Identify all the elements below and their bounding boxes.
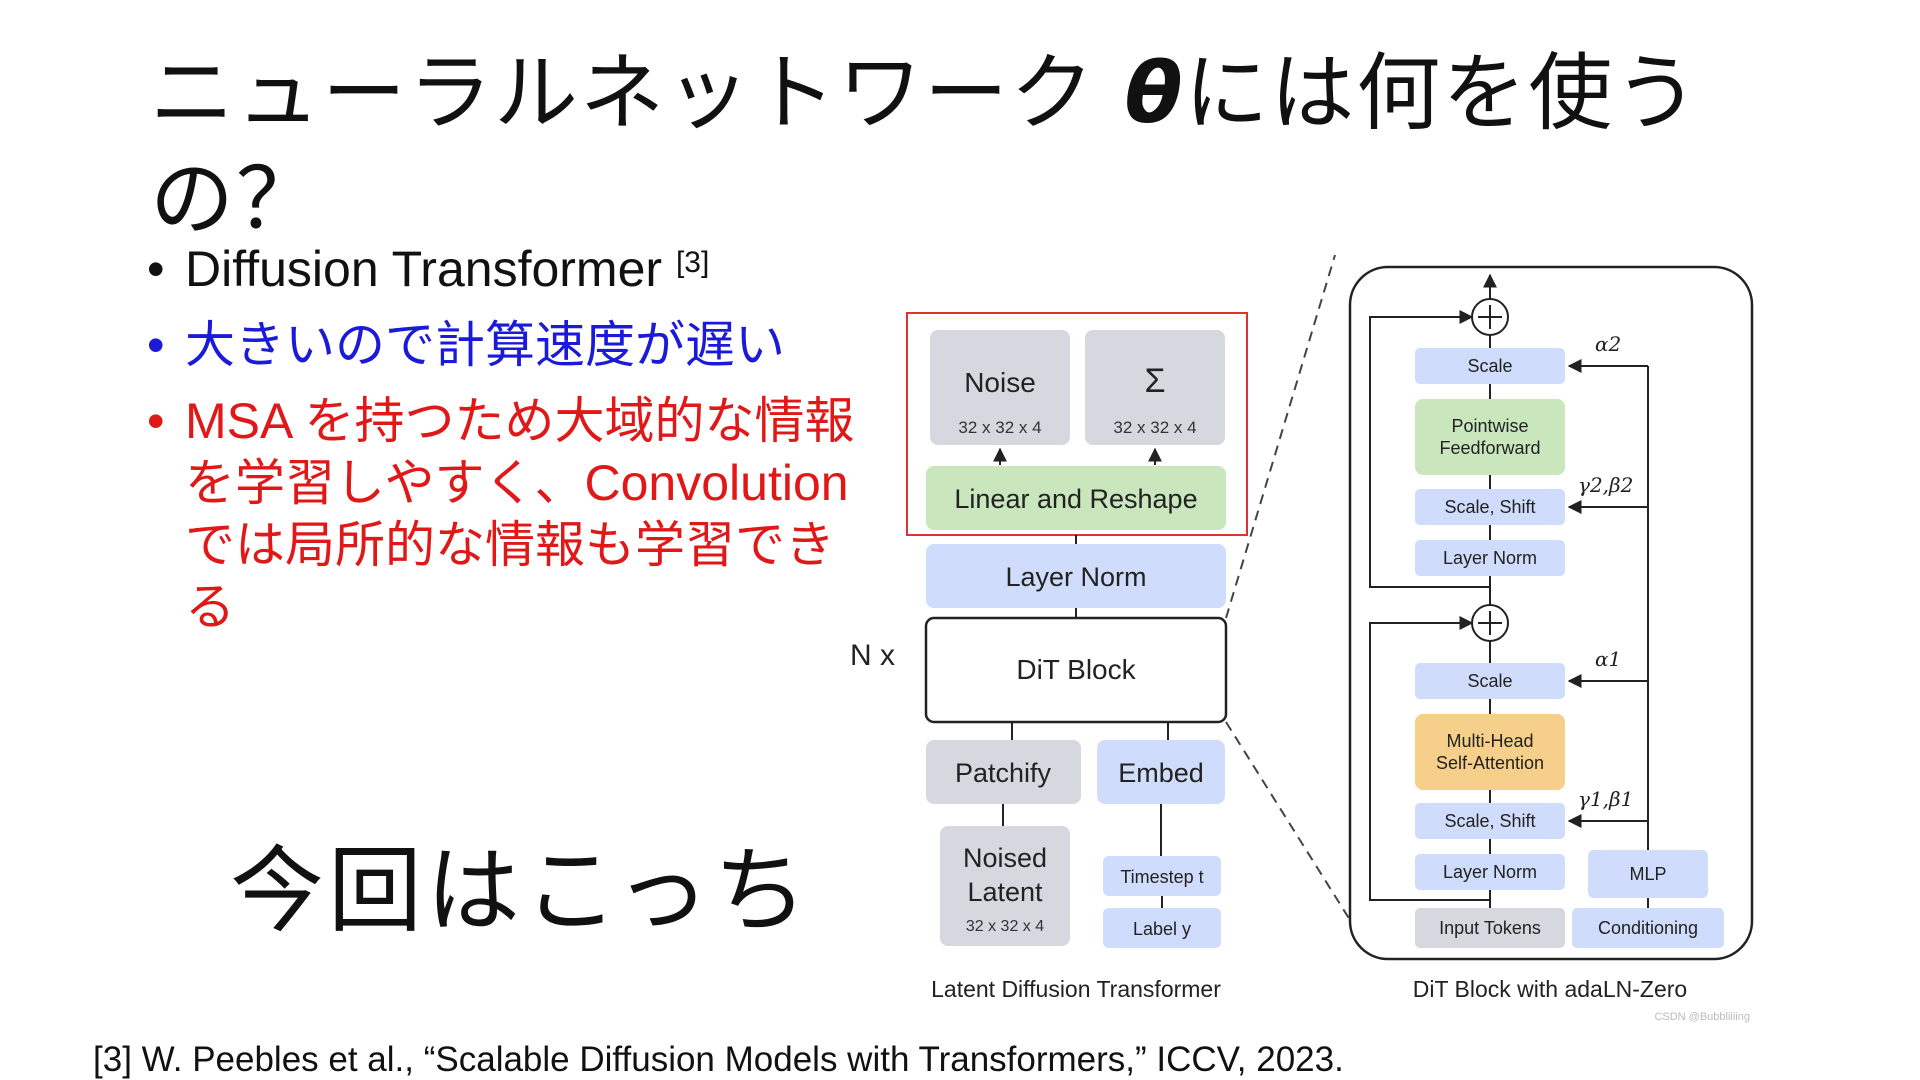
layer-norm-box — [926, 544, 1226, 608]
highlight-text: 今回はこっち — [230, 838, 812, 943]
timestep-box — [1103, 856, 1221, 896]
reference-marker: [3] — [675, 246, 710, 279]
title-part1: ニューラルネットワーク — [150, 44, 1125, 142]
layer-norm-label: Layer Norm — [1005, 562, 1146, 592]
pointwise-ff-line2: Feedforward — [1439, 438, 1540, 458]
scale-top-box — [1415, 348, 1565, 384]
label-y-label: Label y — [1133, 919, 1191, 939]
layer-norm-bottom-label: Layer Norm — [1443, 862, 1537, 882]
mlp-box — [1588, 850, 1708, 898]
watermark: CSDN @Bubbliiiing — [1654, 1011, 1750, 1023]
pointwise-ff-box — [1415, 399, 1565, 475]
conditioning-label: Conditioning — [1598, 918, 1698, 938]
alpha2-label: α2 — [1595, 332, 1621, 356]
bullet-slow-text: 大きいので計算速度が遅い — [185, 317, 785, 373]
scale-shift-top-label: Scale, Shift — [1444, 497, 1535, 517]
scale-bottom-label: Scale — [1467, 671, 1512, 691]
skip-connection-top — [1369, 310, 1490, 588]
bullet-msa: MSA を持つため大域的な情報を学習しやすく、Convolution では局所的… — [145, 390, 865, 638]
dit-block-label: DiT Block — [1016, 654, 1136, 685]
noise-dim: 32 x 32 x 4 — [958, 418, 1041, 437]
bullet-msa-text: MSA を持つため大域的な情報を学習しやすく、Convolution では局所的… — [185, 393, 855, 635]
noised-latent-box — [940, 826, 1070, 946]
pointwise-ff-line1: Pointwise — [1451, 416, 1528, 436]
bullet-dit: Diffusion Transformer [3] — [145, 238, 865, 300]
label-box — [1103, 908, 1221, 948]
noised-latent-line1: Noised — [963, 843, 1047, 873]
zoom-line-top — [1225, 255, 1336, 619]
citation: [3] W. Peebles et al., “Scalable Diffusi… — [93, 1040, 1344, 1079]
title-part2: には何を使うの？ — [150, 44, 1701, 248]
noise-label: Noise — [964, 367, 1036, 398]
patchify-box — [926, 740, 1081, 804]
scale-shift-bottom-label: Scale, Shift — [1444, 811, 1535, 831]
scale-shift-bottom-box — [1415, 803, 1565, 839]
mhsa-line2: Self-Attention — [1436, 753, 1544, 773]
dit-diagram-svg: Noise 32 x 32 x 4 Σ 32 x 32 x 4 Linear a… — [850, 255, 1754, 1023]
bullet-dit-text: Diffusion Transformer — [185, 241, 663, 297]
linear-reshape-box — [926, 466, 1226, 530]
skip-connection-bottom — [1369, 616, 1490, 901]
gamma2-beta2-label: γ2,β2 — [1578, 473, 1633, 497]
input-tokens-box — [1415, 908, 1565, 948]
dit-architecture-figure: Noise 32 x 32 x 4 Σ 32 x 32 x 4 Linear a… — [850, 255, 1760, 1035]
sigma-box — [1085, 330, 1225, 445]
zoom-line-bottom — [1225, 721, 1351, 921]
nx-label: N x — [850, 639, 895, 672]
linear-reshape-label: Linear and Reshape — [954, 484, 1197, 514]
mhsa-line1: Multi-Head — [1446, 731, 1533, 751]
right-caption: DiT Block with adaLN-Zero — [1413, 976, 1687, 1002]
scale-shift-top-box — [1415, 489, 1565, 525]
conditioning-box — [1572, 908, 1724, 948]
embed-box — [1097, 740, 1225, 804]
noise-box — [930, 330, 1070, 445]
input-tokens-label: Input Tokens — [1439, 918, 1541, 938]
gamma1-beta1-label: γ1,β1 — [1578, 787, 1633, 811]
sigma-label: Σ — [1144, 362, 1165, 400]
noised-latent-dim: 32 x 32 x 4 — [966, 918, 1044, 935]
embed-label: Embed — [1118, 758, 1204, 788]
sigma-dim: 32 x 32 x 4 — [1113, 418, 1196, 437]
layer-norm-bottom-box — [1415, 854, 1565, 890]
title-theta: θ — [1124, 44, 1185, 142]
scale-top-label: Scale — [1467, 356, 1512, 376]
left-caption: Latent Diffusion Transformer — [931, 976, 1221, 1002]
timestep-label: Timestep t — [1120, 867, 1203, 887]
alpha1-label: α1 — [1595, 647, 1621, 671]
layer-norm-top-box — [1415, 540, 1565, 576]
mlp-label: MLP — [1629, 864, 1666, 884]
patchify-label: Patchify — [955, 758, 1052, 788]
bullet-list: Diffusion Transformer [3] 大きいので計算速度が遅い M… — [145, 238, 865, 652]
noised-latent-line2: Latent — [967, 877, 1043, 907]
slide-title: ニューラルネットワーク θには何を使うの？ — [150, 40, 1770, 252]
mhsa-box — [1415, 714, 1565, 790]
dit-block-box — [924, 616, 1228, 724]
layer-norm-top-label: Layer Norm — [1443, 548, 1537, 568]
bullet-slow: 大きいので計算速度が遅い — [145, 314, 865, 376]
scale-bottom-box — [1415, 663, 1565, 699]
